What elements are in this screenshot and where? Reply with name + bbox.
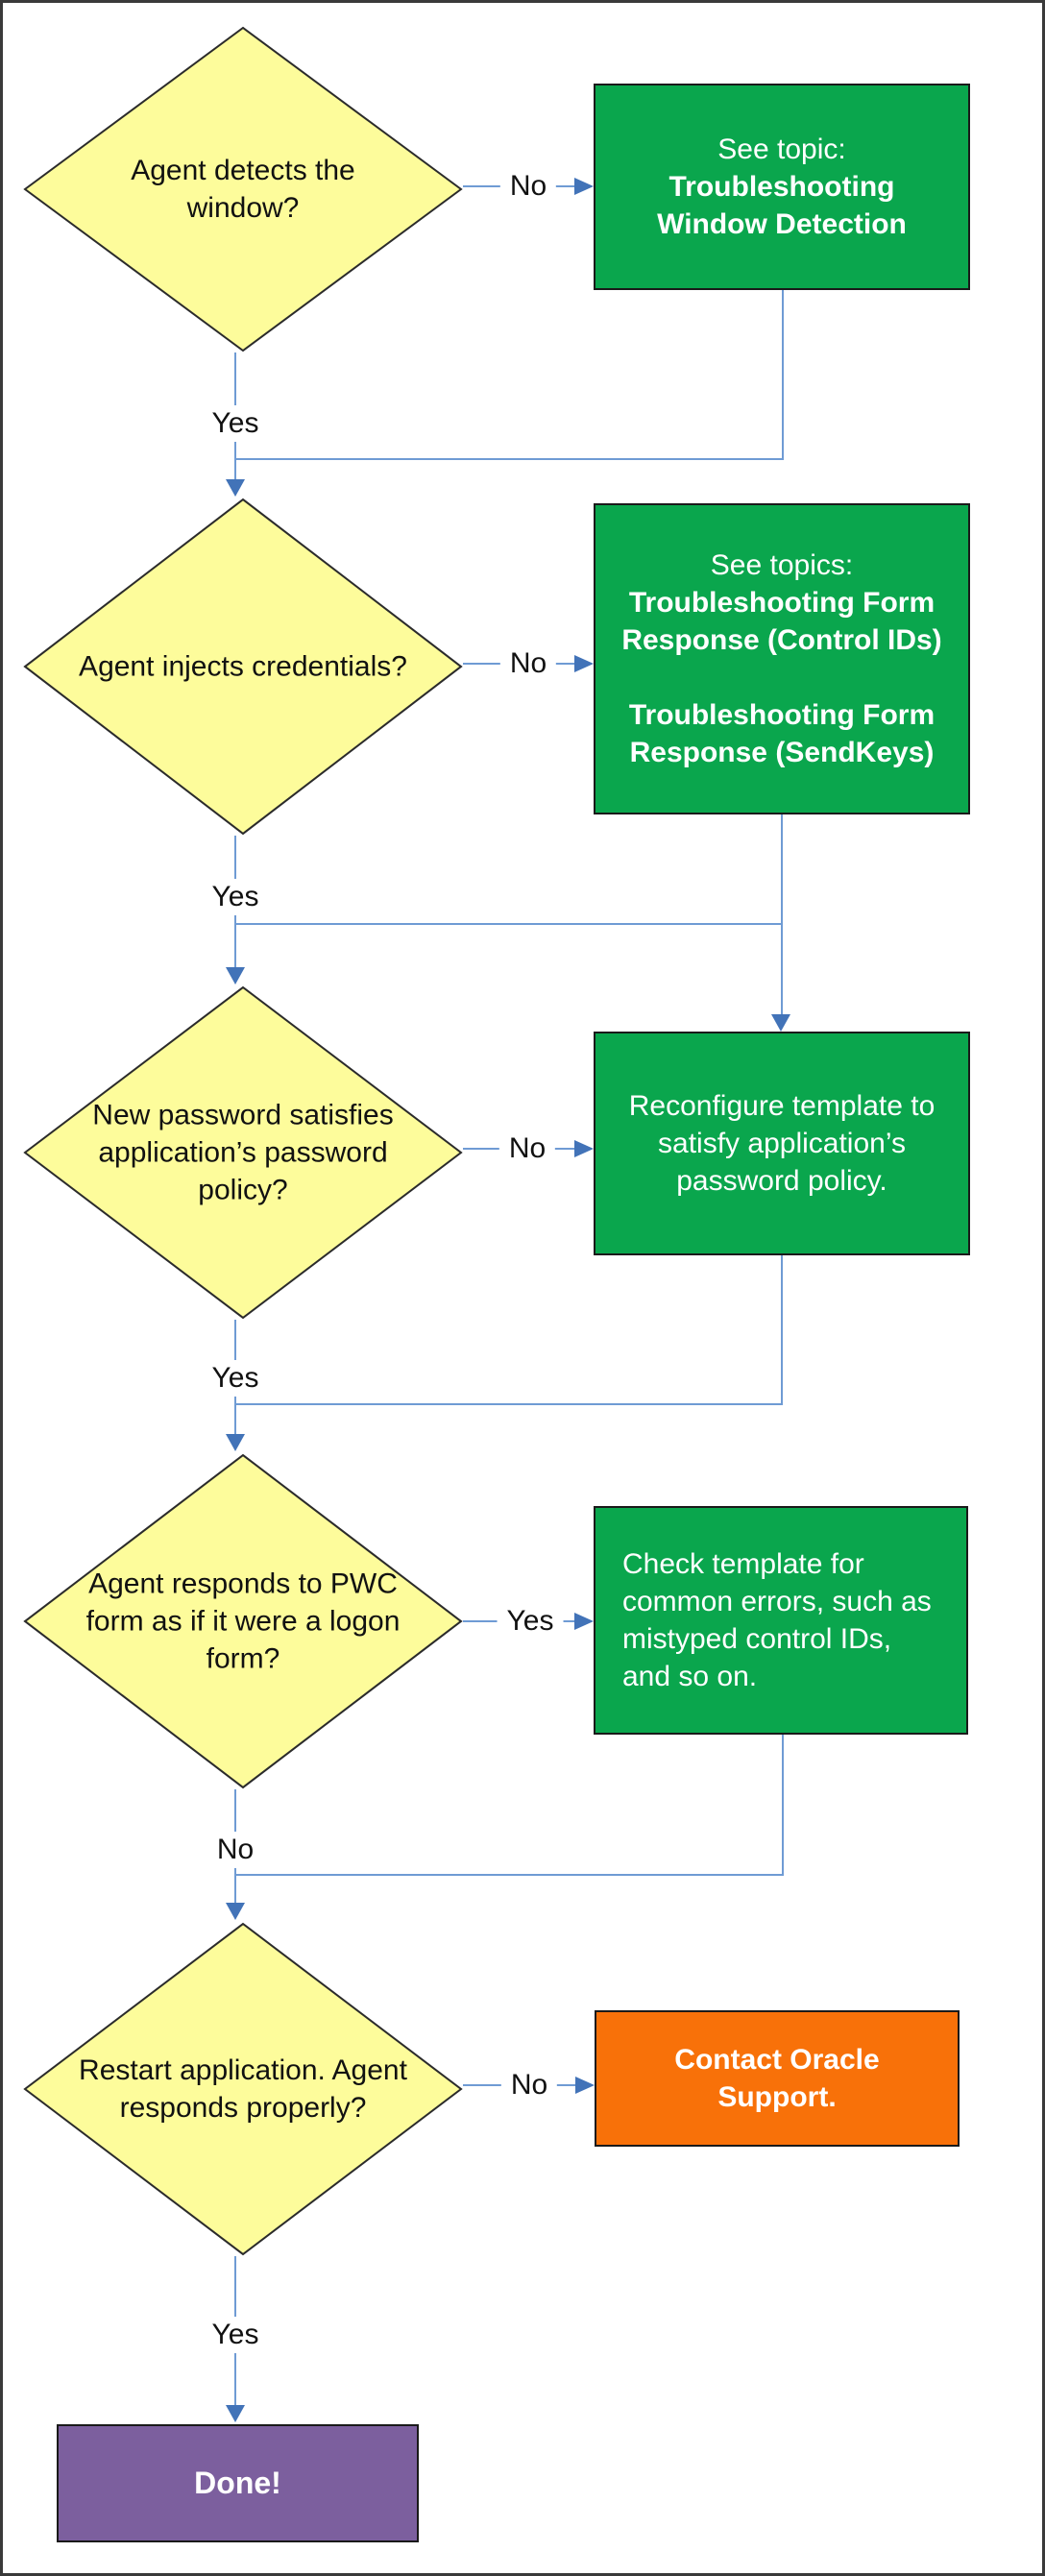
action-reconfigure-template: Reconfigure template to satisfy applicat… — [594, 1032, 970, 1255]
decision-password-policy: New password satisfies application’s pas… — [23, 985, 463, 1320]
arrowhead-into-action4 — [574, 1613, 594, 1630]
arrowhead-into-d2 — [226, 479, 245, 497]
label-d1-no: No — [499, 168, 557, 205]
arrowhead-into-d5 — [226, 1903, 245, 1920]
action-topics-form-response: See topics: Troubleshooting Form Respons… — [594, 503, 970, 814]
label-d4-yes: Yes — [497, 1603, 564, 1640]
label-d5-no: No — [500, 2067, 558, 2103]
action-check-template: Check template for common errors, such a… — [594, 1506, 968, 1735]
terminal-done: Done! — [57, 2424, 419, 2542]
diamond-shape — [23, 1453, 463, 1789]
arrowhead-into-d3 — [226, 967, 245, 984]
arrowhead-into-action1 — [574, 178, 594, 195]
connector-junction1 — [234, 458, 784, 460]
action-topic: Troubleshooting Form Response (SendKeys) — [628, 699, 936, 768]
decision-text: Restart application. Agent responds prop… — [79, 2054, 407, 2124]
action-text: Reconfigure template to satisfy applicat… — [628, 1090, 936, 1197]
decision-text: Agent detects the window? — [131, 155, 355, 224]
action-contact-oracle-support: Contact Oracle Support. — [595, 2010, 960, 2147]
label-d2-no: No — [499, 645, 557, 682]
arrowhead-into-contact — [575, 2077, 595, 2094]
action-topic: Troubleshooting Form Response (Control I… — [621, 587, 942, 656]
diamond-shape — [23, 26, 463, 352]
decision-agent-injects-credentials: Agent injects credentials? — [23, 498, 463, 836]
arrowhead-into-done — [226, 2405, 245, 2422]
label-d1-yes: Yes — [202, 405, 269, 442]
action-topic-window-detection: See topic: Troubleshooting Window Detect… — [594, 84, 970, 290]
action-intro: See topics: — [710, 549, 854, 581]
label-d5-yes: Yes — [202, 2317, 269, 2353]
diamond-shape — [23, 1922, 463, 2256]
label-d2-yes: Yes — [202, 879, 269, 915]
action-topic: Troubleshooting Window Detection — [657, 171, 907, 240]
connector-junction1-down — [234, 458, 236, 481]
label-d4-no: No — [207, 1832, 264, 1868]
arrowhead-into-action3 — [574, 1140, 594, 1157]
connector-action3-down — [781, 1255, 783, 1405]
connector-junction3 — [234, 1403, 783, 1405]
connector-action1-down — [782, 290, 784, 460]
connector-junction4-down — [234, 1874, 236, 1905]
connector-action2-down — [781, 814, 783, 1014]
connector-junction4 — [234, 1874, 784, 1876]
decision-text: Agent injects credentials? — [79, 650, 407, 683]
action-intro: See topic: — [717, 134, 846, 165]
decision-restart-application: Restart application. Agent responds prop… — [23, 1922, 463, 2256]
action-text: Done! — [194, 2466, 281, 2500]
diamond-shape — [23, 498, 463, 836]
decision-agent-detects-window: Agent detects the window? — [23, 26, 463, 352]
action-text: Contact Oracle Support. — [674, 2044, 880, 2113]
label-d3-no: No — [498, 1130, 556, 1167]
connector-action4-down — [782, 1735, 784, 1876]
arrowhead-into-d4 — [226, 1434, 245, 1451]
decision-text: Agent responds to PWC form as if it were… — [85, 1567, 401, 1675]
diamond-shape — [23, 985, 463, 1320]
connector-junction2-down — [234, 923, 236, 969]
connector-junction2 — [234, 923, 783, 925]
action-text: Check template for common errors, such a… — [622, 1548, 932, 1692]
arrowhead-into-action2 — [574, 655, 594, 672]
label-d3-yes: Yes — [202, 1360, 269, 1397]
decision-pwc-form: Agent responds to PWC form as if it were… — [23, 1453, 463, 1789]
decision-text: New password satisfies application’s pas… — [92, 1099, 394, 1206]
arrowhead-into-action3-top — [771, 1014, 790, 1032]
connector-junction3-down — [234, 1403, 236, 1436]
